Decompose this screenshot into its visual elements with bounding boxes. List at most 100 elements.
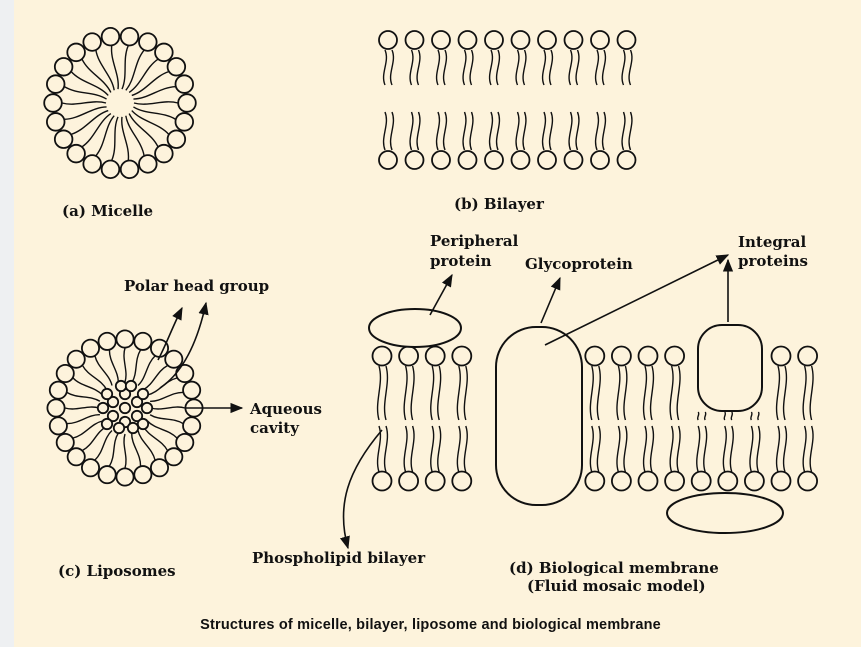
polar-head [373,347,392,366]
polar-head [121,161,139,179]
polar-head [565,151,583,169]
polar-head [772,347,791,366]
polar-head [183,417,200,434]
membrane-tail [590,366,593,420]
polar-head [585,347,604,366]
polar-head [485,31,503,49]
proteins-label: proteins [738,252,808,270]
peripheral-protein-arrow [430,275,452,315]
polar-head [426,347,445,366]
bilayer-tail [410,50,413,85]
polar-head [116,381,126,391]
liposome-tail [124,434,126,468]
bilayer-drawing [379,31,636,169]
membrane-tail [404,426,407,472]
bilayer-tail [463,50,466,85]
polar-head [99,333,116,350]
polar-head [452,472,471,491]
membrane-tail [597,426,600,472]
polar-head [126,381,136,391]
bilayer-tail [463,112,466,150]
polar-head [565,31,583,49]
membrane-title-label: (d) Biological membrane [509,559,719,577]
membrane-tail [590,426,593,472]
polar-head [155,44,173,62]
membrane-tail [698,412,699,420]
polar-head [83,155,101,173]
bilayer-tail [470,50,473,85]
polar-head [591,151,609,169]
polar-head [67,44,85,62]
membrane-tail [723,426,726,472]
bilayer-tail [437,50,440,85]
membrane-tail [378,366,381,420]
polar-head [639,472,658,491]
bilayer-tail [444,112,447,150]
membrane-tail [411,366,414,420]
bilayer-tail [569,50,572,85]
bilayer-tail [516,112,519,150]
membrane-tail [464,426,467,472]
polar-head [151,340,168,357]
polar-head [68,448,85,465]
polar-head [116,330,133,347]
polar-head [612,347,631,366]
membrane-tail [457,366,460,420]
polar-head [139,33,157,51]
bilayer-tail [410,112,413,150]
polar-head [114,423,124,433]
integral-protein-shape [698,325,762,411]
bilayer-label: (b) Bilayer [454,195,544,213]
polar-head [591,31,609,49]
glycoprotein-shape [496,327,582,505]
membrane-tail [730,426,733,472]
bilayer-tail [543,112,546,150]
polar-head [138,419,148,429]
membrane-tail [784,426,787,472]
polar-head-group-label: Polar head group [124,277,269,295]
micelle-tail [96,116,114,156]
polar-head [134,333,151,350]
polar-head [47,399,64,416]
membrane-tail [457,426,460,472]
label-arrows [158,255,728,548]
micelle-tail [122,46,128,90]
membrane-tail [677,426,680,472]
glycoprotein-label: Glycoprotein [525,255,633,273]
liposome-tail [138,431,155,460]
micelle-tail [64,107,106,119]
micelle-tail [134,102,178,104]
polar-head [128,423,138,433]
membrane-tail [784,366,787,420]
membrane-tail [697,426,700,472]
polar-head [55,130,73,148]
bilayer-tail [603,50,606,85]
membrane-tail [705,412,706,420]
micelle-label: (a) Micelle [62,202,153,220]
bilayer-tail [391,50,394,85]
membrane-tail [810,366,813,420]
membrane-tail [431,366,434,420]
polar-head [772,472,791,491]
bilayer-tail [523,50,526,85]
membrane-tail [597,366,600,420]
figure-caption: Structures of micelle, bilayer, liposome… [0,617,861,633]
bilayer-tail [576,50,579,85]
micelle-tail [112,117,118,161]
polar-head [165,351,182,368]
polar-head [67,145,85,163]
liposome-tail [151,407,185,409]
polar-head [618,31,636,49]
polar-head [116,468,133,485]
polar-head [692,472,711,491]
aqueous-label: Aqueous [250,400,322,418]
liposome-drawing [47,330,202,485]
membrane-tail [438,426,441,472]
liposome-tail [67,392,100,401]
polar-head [50,382,67,399]
polar-head [612,472,631,491]
bilayer-tail [523,112,526,150]
liposome-tail [95,356,112,385]
polar-head [432,31,450,49]
membrane-tail [777,366,780,420]
